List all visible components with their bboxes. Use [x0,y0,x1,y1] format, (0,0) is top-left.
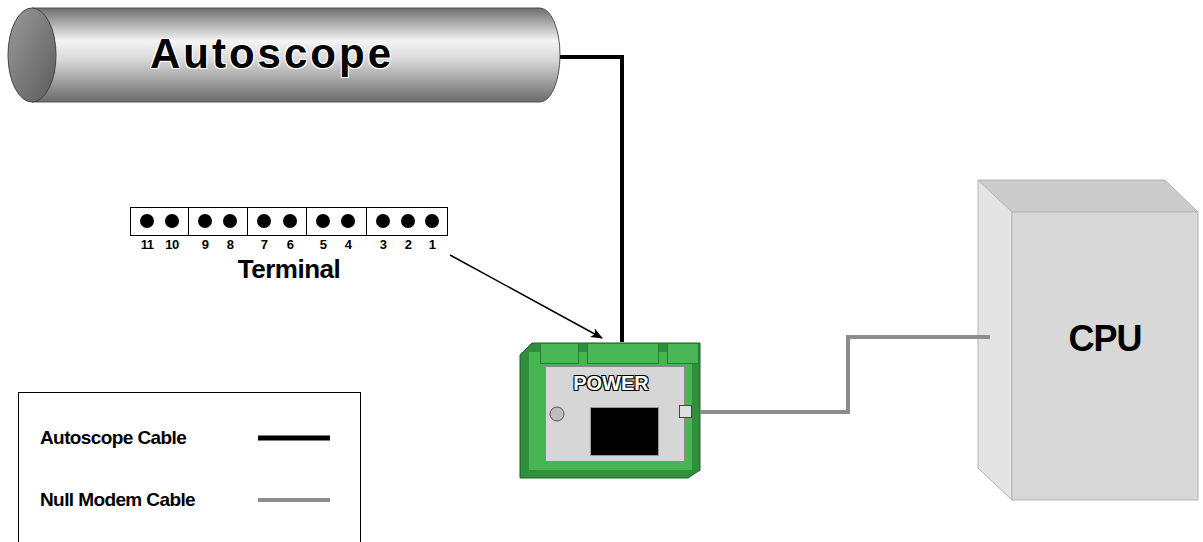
power-switch [591,408,659,456]
autoscope-cable [560,57,622,342]
computer-box: CPU [990,180,1198,500]
legend-sample-line [258,498,330,502]
terminal-divider [188,208,189,236]
terminal-divider [366,208,367,236]
camera-box: Autoscope [8,8,560,102]
leader-arrow [450,255,602,338]
board-connector [588,344,659,364]
terminal-screw [425,214,439,228]
case-front [1012,212,1198,500]
terminal-screw [341,214,355,228]
power-supply: POWER [522,342,700,476]
node-label: Terminal [238,255,340,285]
terminal-screw [283,214,297,228]
terminal-screw [140,214,154,228]
legend-text: Null Modem Cable [40,489,195,511]
computer-case [978,180,1198,500]
terminal-screw [223,214,237,228]
case-top [978,180,1198,212]
camera-tube [32,8,560,102]
legend-sample-line [258,436,330,441]
board-connector [541,344,579,364]
pin-number: 6 [279,237,301,252]
pin-number: 8 [219,237,241,252]
tube-end [8,8,56,102]
terminal-screw [401,214,415,228]
legend-text: Autoscope Cable [40,427,186,449]
pin-number: 1 [421,237,443,252]
serial-port [680,406,692,418]
terminal-screw [198,214,212,228]
terminal-body [131,208,448,236]
legend [19,393,361,542]
pin-number: 10 [161,237,183,252]
legend-box [19,393,361,542]
node-label: Autoscope [150,30,394,78]
node-label: POWER [573,372,649,395]
pin-number: 7 [253,237,275,252]
terminal-screw [165,214,179,228]
board-panel [546,367,685,462]
terminal-screw [316,214,330,228]
board-edge [520,343,700,478]
terminal-block: Terminal [128,205,450,300]
terminal-strip [131,208,448,236]
pin-number: 3 [372,237,394,252]
board-face [529,352,692,470]
pin-number: 5 [312,237,334,252]
pin-number: 2 [397,237,419,252]
terminal-divider [306,208,307,236]
terminal-screw [257,214,271,228]
terminal-divider [247,208,248,236]
power-board [520,343,700,478]
pin-number: 4 [337,237,359,252]
terminal-screw [376,214,390,228]
pin-number: 11 [136,237,158,252]
null-modem-cable [700,337,990,412]
board-connector [668,344,699,364]
case-side [978,180,1012,500]
node-label: CPU [1068,318,1141,359]
pin-number: 9 [194,237,216,252]
power-knob [550,407,564,421]
